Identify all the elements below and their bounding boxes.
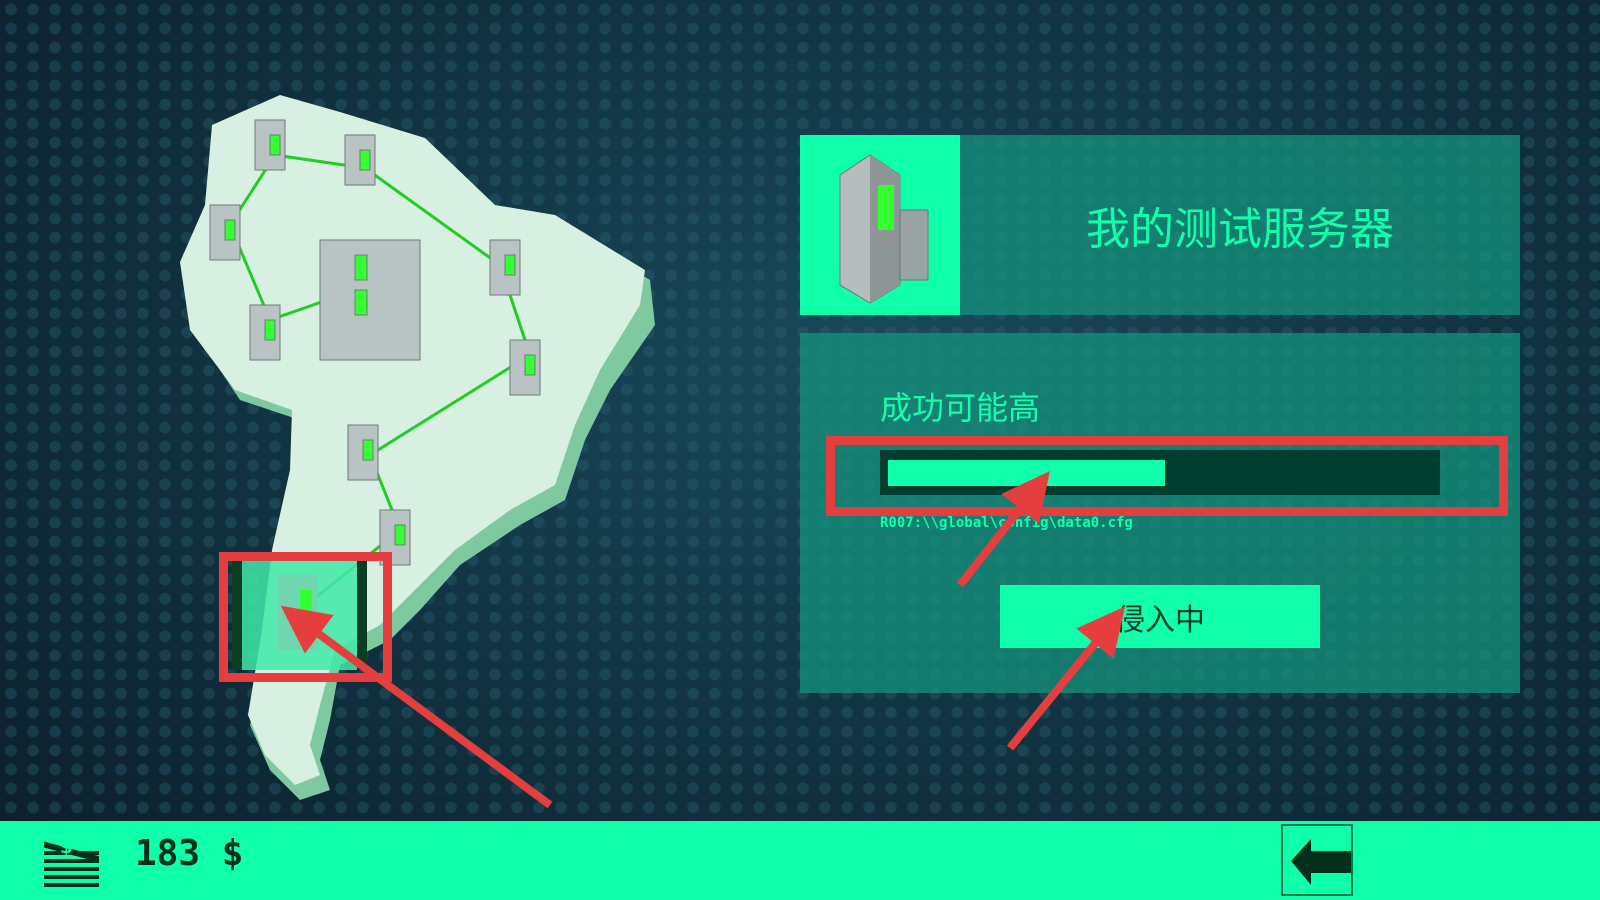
server-node[interactable] <box>249 304 281 361</box>
server-node[interactable] <box>489 239 521 296</box>
hack-file-path: R007:\\global\config\data0.cfg <box>880 515 1133 531</box>
server-cluster[interactable] <box>319 239 421 361</box>
annotation-box <box>219 552 392 682</box>
money-counter: 183 $ <box>135 833 244 874</box>
server-node[interactable] <box>254 119 286 171</box>
server-tower-icon <box>800 135 960 315</box>
server-node[interactable] <box>209 204 241 261</box>
server-node[interactable] <box>509 339 541 396</box>
cash-stack-icon: $ <box>42 831 104 895</box>
server-node[interactable] <box>344 134 376 186</box>
back-button[interactable] <box>1281 824 1353 896</box>
success-chance-label: 成功可能高 <box>880 389 1041 427</box>
hack-progress-bar <box>880 450 1440 495</box>
world-map-south-america <box>180 95 655 800</box>
server-node[interactable] <box>347 424 379 481</box>
server-title: 我的测试服务器 <box>1086 204 1394 255</box>
status-bar: $ 183 $ <box>0 821 1600 900</box>
annotation-box <box>826 436 1508 516</box>
server-header-panel: 我的测试服务器 <box>800 135 1520 315</box>
svg-text:$: $ <box>60 837 73 858</box>
hacking-button[interactable]: 侵入中 <box>1000 585 1320 648</box>
arrow-left-icon <box>1291 839 1351 885</box>
